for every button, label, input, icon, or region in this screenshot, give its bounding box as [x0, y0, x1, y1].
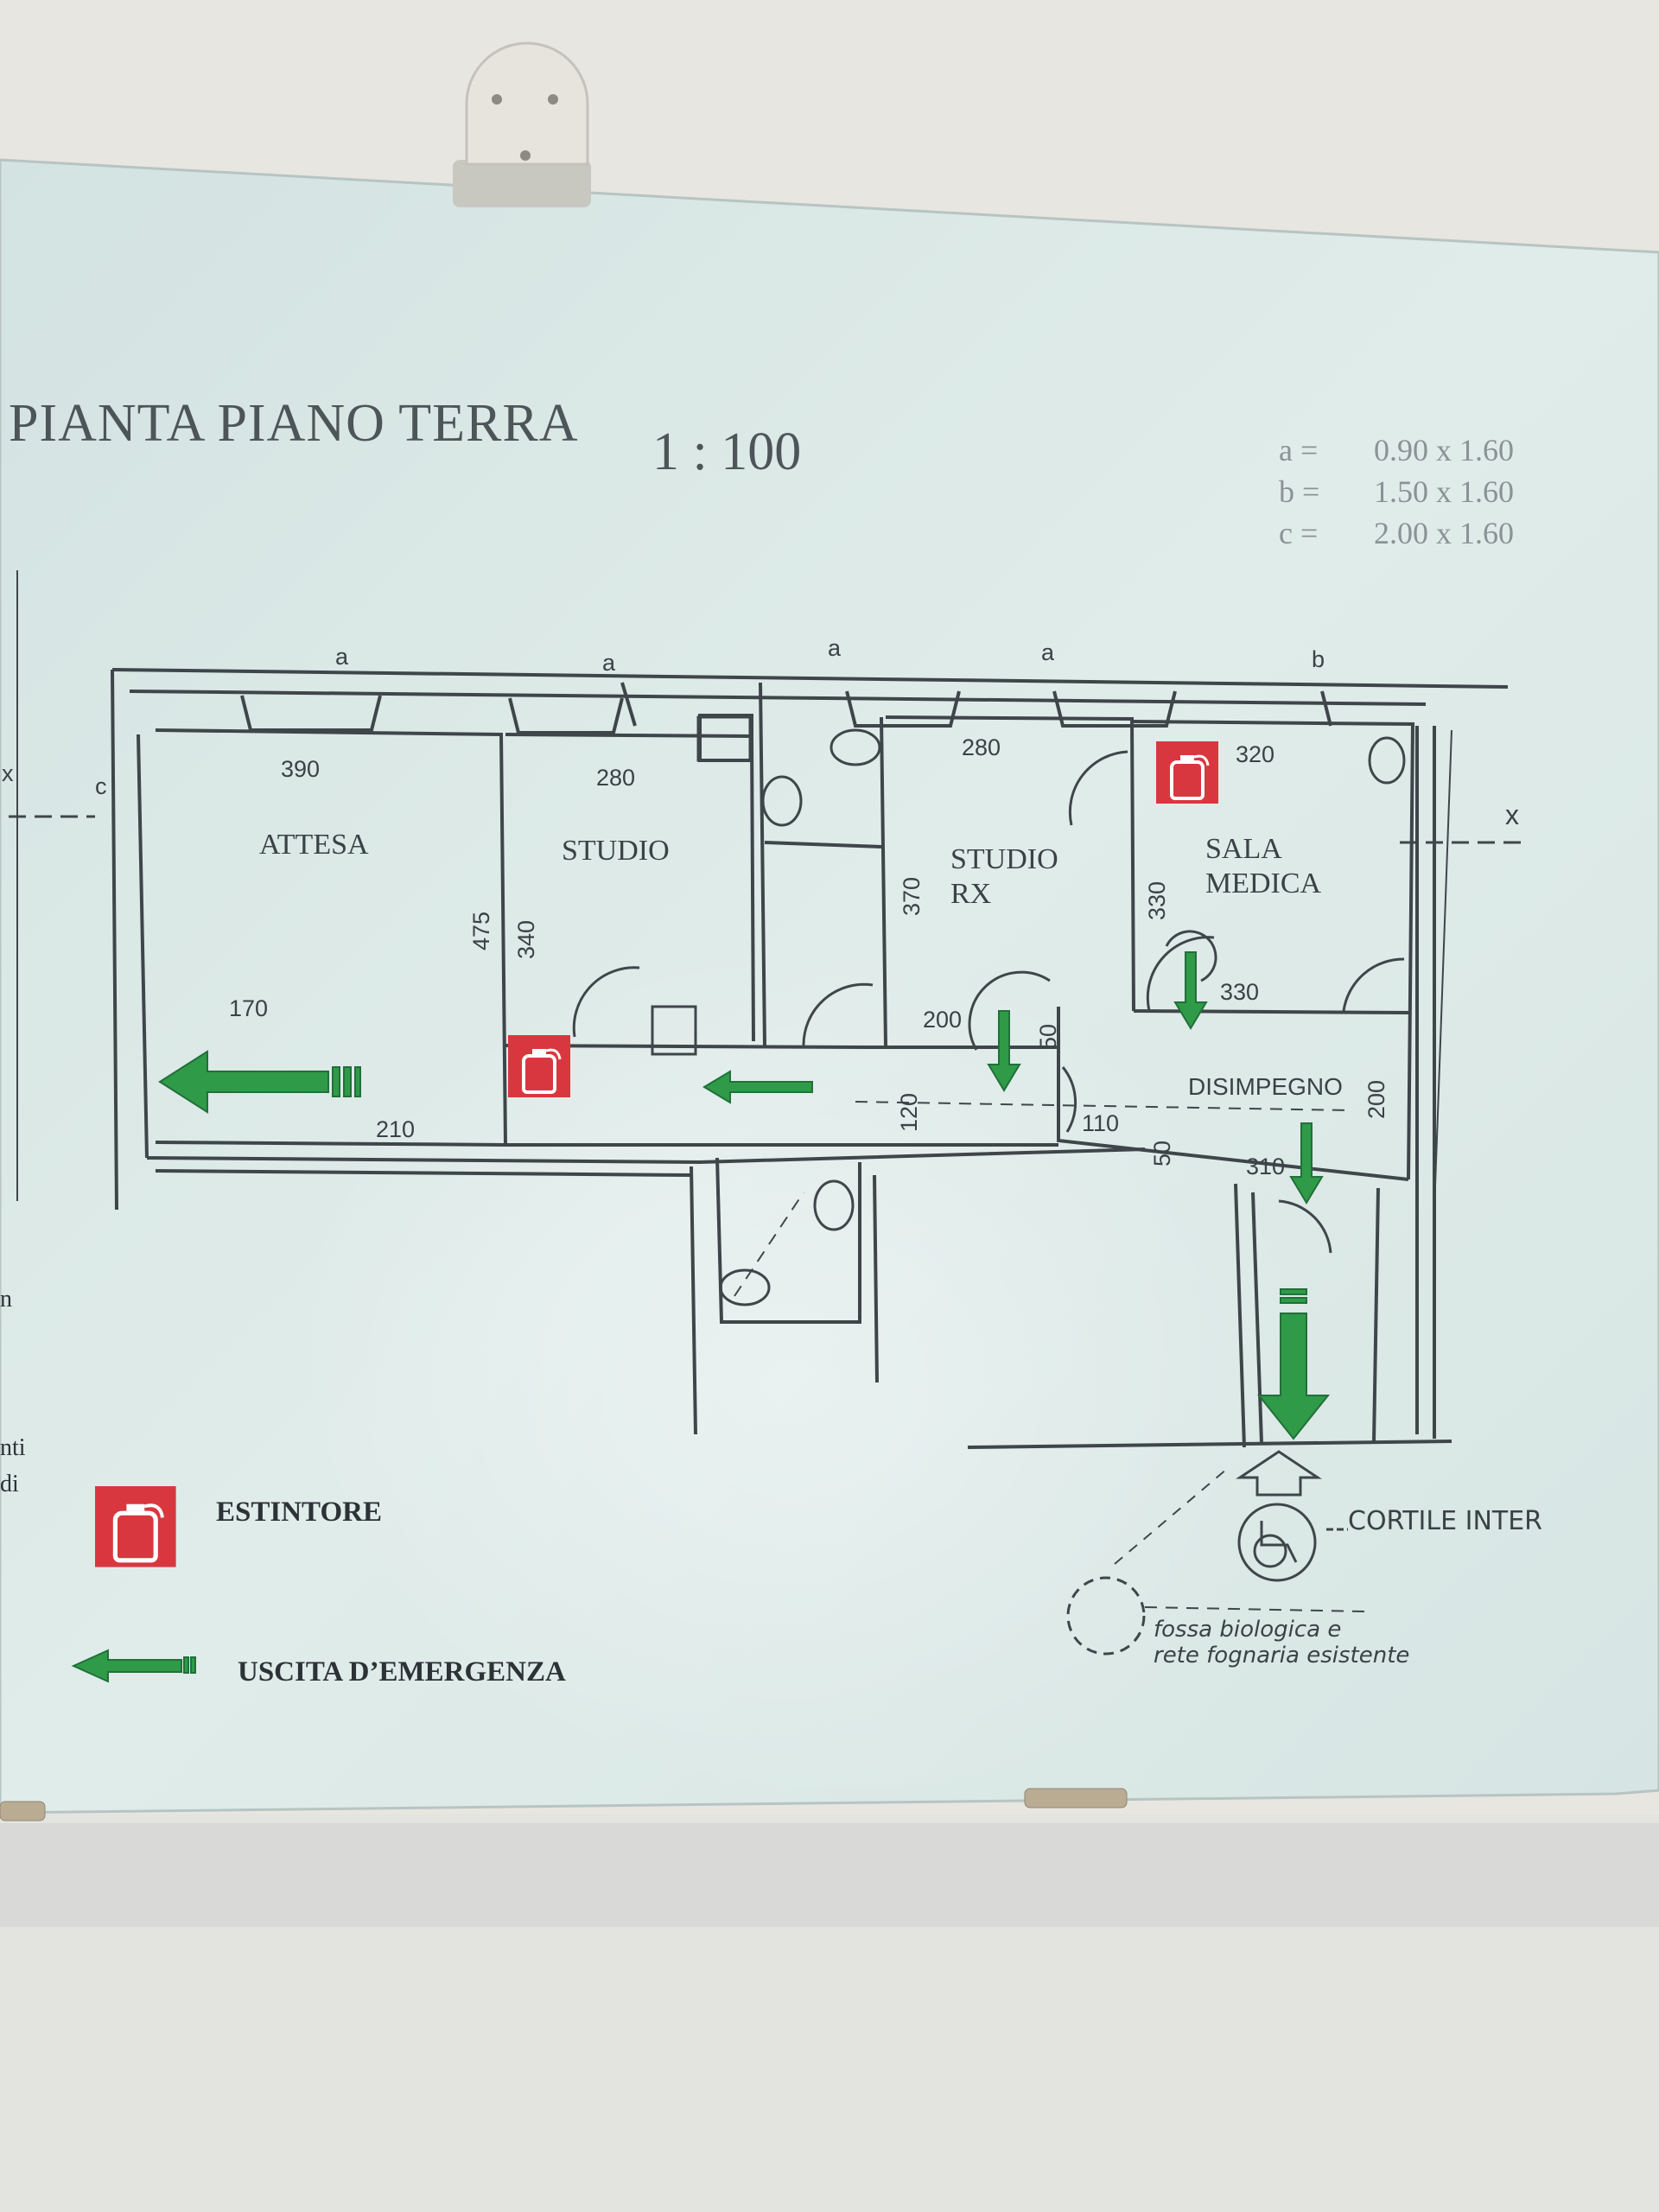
cortile-label: CORTILE INTER [1348, 1506, 1543, 1536]
legend-exit-label: USCITA D’EMERGENZA [238, 1656, 566, 1688]
dim-label: 50 [1149, 1140, 1175, 1166]
wheelchair-icon [1236, 1450, 1348, 1582]
dim-label: 280 [962, 734, 1001, 760]
window-mark: a [828, 635, 842, 661]
cropped-text: di [0, 1471, 19, 1497]
wall-clip-icon [453, 41, 591, 207]
room-studio-rx: STUDIO [950, 843, 1058, 875]
window-key-row: b =1.50 x 1.60 [1279, 474, 1514, 509]
dim-label: 110 [1082, 1110, 1120, 1136]
legend-exit-arrow-icon [71, 1649, 196, 1683]
dim-label: 330 [1144, 880, 1170, 920]
room-disimpegno: DISIMPEGNO [1188, 1073, 1343, 1100]
section-cut-mark: x [1505, 799, 1519, 830]
dim-label: 310 [1246, 1154, 1286, 1179]
window-mark: c [95, 773, 107, 799]
room-attesa: ATTESA [259, 829, 369, 861]
window-mark: a [335, 644, 349, 670]
cropped-text: n [0, 1286, 12, 1313]
dim-label: 475 [468, 911, 494, 950]
section-cut-mark: x [2, 760, 14, 786]
dim-label: 390 [281, 756, 321, 782]
window-mark: a [1041, 639, 1055, 665]
window-key-row: c =2.00 x 1.60 [1279, 516, 1514, 550]
window-mark: a [602, 650, 616, 676]
dim-label: 320 [1236, 741, 1275, 767]
room-sala-medica: SALA [1205, 833, 1282, 865]
room-studio-rx-2: RX [950, 878, 992, 910]
floor-plan [9, 570, 1521, 1656]
dim-label: 280 [596, 765, 636, 791]
dim-label: 210 [376, 1116, 416, 1142]
dim-label: 170 [229, 995, 269, 1021]
fossa-label-2: rete fognaria esistente [1154, 1643, 1410, 1669]
window-mark: b [1312, 646, 1325, 672]
dim-label: 120 [896, 1092, 922, 1132]
bottom-clip [1024, 1788, 1128, 1808]
room-sala-medica-2: MEDICA [1205, 868, 1322, 899]
fossa-label-1: fossa biologica e [1154, 1617, 1342, 1643]
dim-label: 340 [513, 919, 539, 959]
legend-extinguisher-label: ESTINTORE [216, 1497, 382, 1528]
dim-label: 200 [1363, 1079, 1389, 1119]
window-key-row: a =0.90 x 1.60 [1279, 433, 1514, 467]
emergency-exit-arrow-icon [158, 951, 1331, 1440]
dim-label: 370 [899, 876, 925, 916]
dim-label: 330 [1220, 979, 1260, 1005]
toilet-icon [719, 728, 1406, 1306]
cropped-text: nti [0, 1434, 26, 1461]
room-studio: STUDIO [562, 835, 670, 867]
plan-scale: 1 : 100 [652, 423, 802, 481]
legend-extinguisher-icon [95, 1486, 176, 1567]
dim-label: 200 [923, 1007, 963, 1033]
dim-label: 50 [1035, 1023, 1061, 1050]
bottom-clip-left [0, 1801, 46, 1821]
plan-title: PIANTA PIANO TERRA [9, 394, 579, 453]
